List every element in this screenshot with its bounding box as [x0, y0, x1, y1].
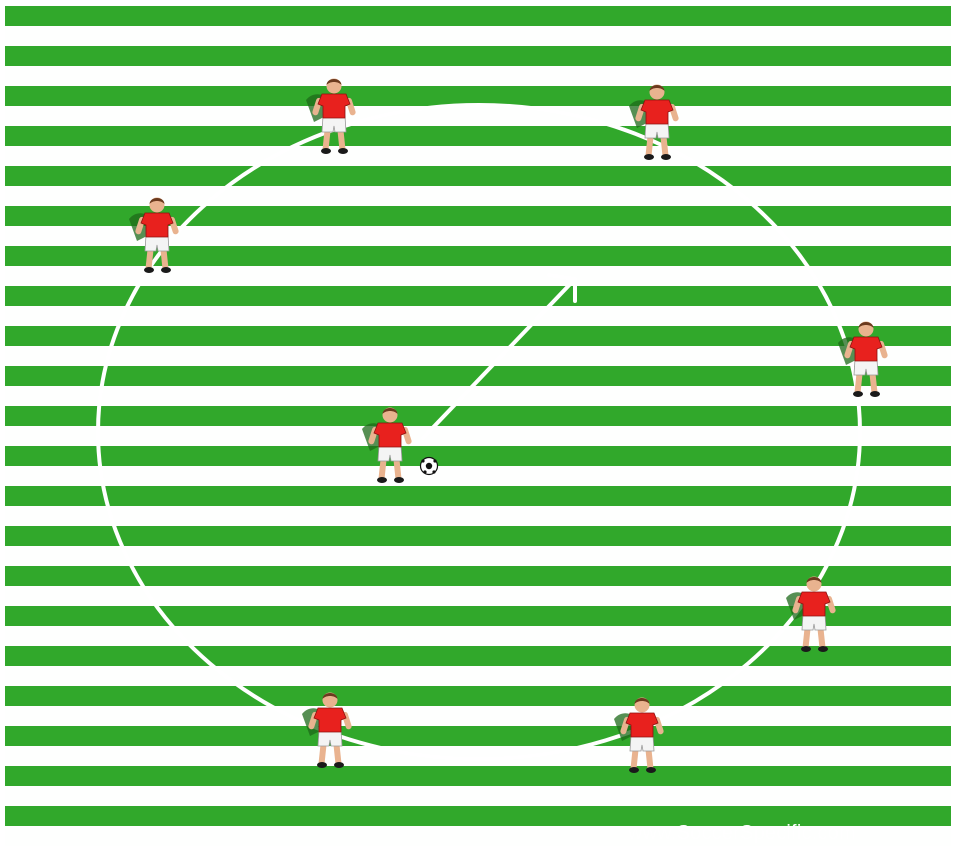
soccer-ball-icon — [421, 458, 438, 475]
pitch — [5, 5, 951, 846]
watermark-text: www.SoccerSpecific.com — [628, 822, 948, 848]
